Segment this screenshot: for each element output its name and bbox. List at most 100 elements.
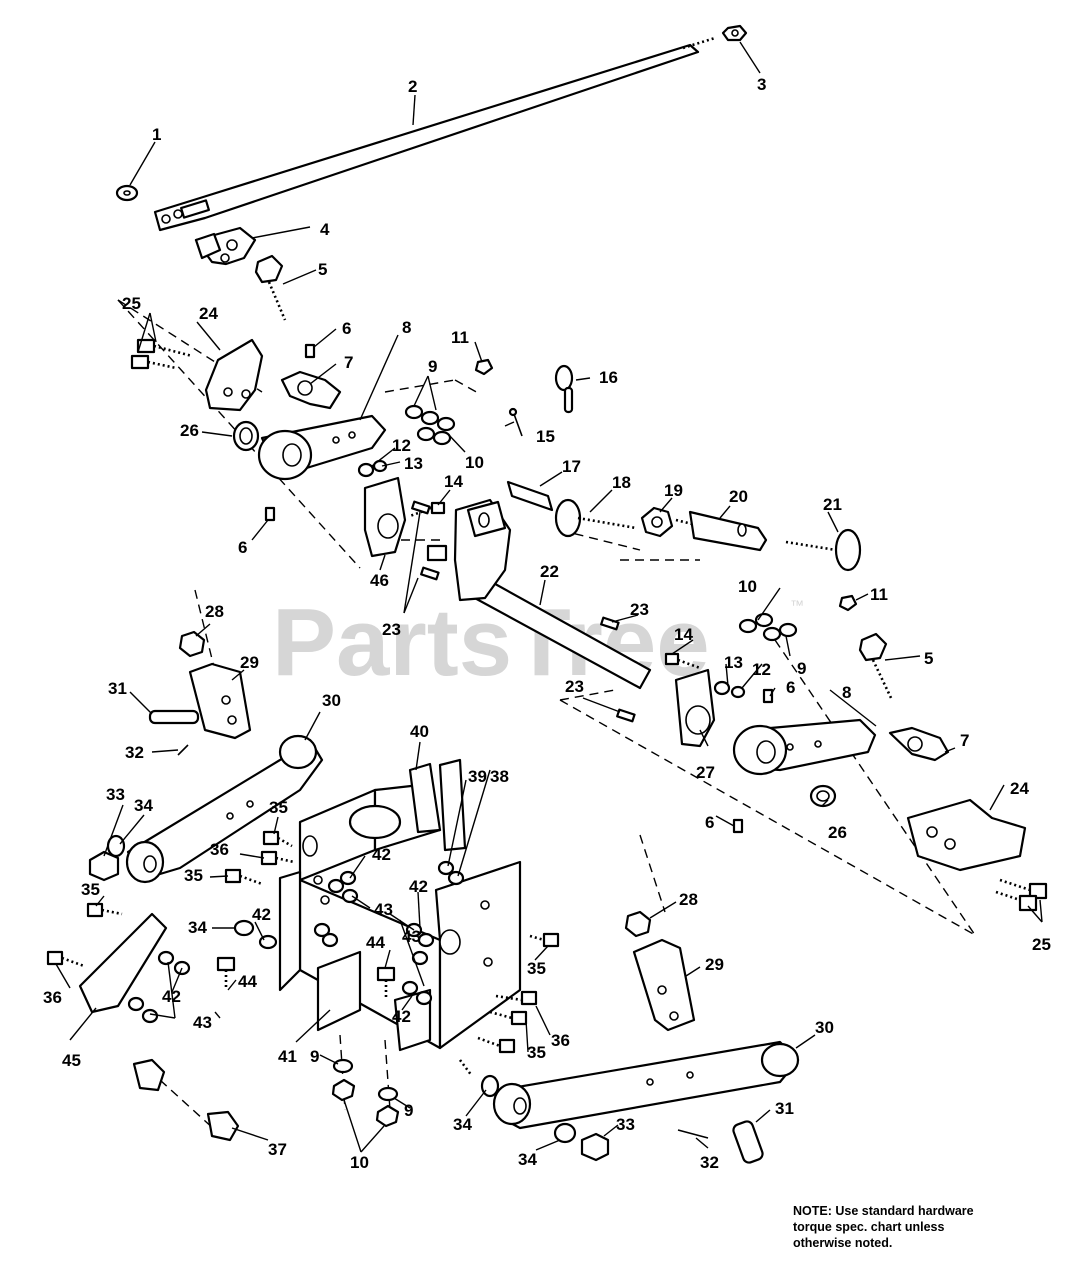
callout-28: 28 [205, 602, 224, 621]
part-5-bolt-upper [254, 254, 287, 321]
callout-43: 43 [193, 1013, 212, 1032]
callout-35: 35 [269, 798, 288, 817]
callout-27: 27 [696, 763, 715, 782]
part-31-pin-upper [148, 709, 200, 725]
callout-16: 16 [599, 368, 618, 387]
callout-6: 6 [342, 319, 351, 338]
callout-10: 10 [350, 1153, 369, 1172]
part-46-plate [363, 476, 407, 558]
callout-35: 35 [527, 1043, 546, 1062]
part-29-clevis-lower [632, 938, 696, 1032]
part-3-nut [721, 24, 748, 42]
callout-25: 25 [1032, 935, 1051, 954]
callout-9: 9 [797, 659, 806, 678]
part-11-nut-lower [838, 594, 858, 612]
callout-8: 8 [842, 683, 851, 702]
callout-42: 42 [392, 1007, 411, 1026]
callout-14: 14 [444, 472, 463, 491]
callout-13: 13 [404, 454, 423, 473]
callout-22: 22 [540, 562, 559, 581]
callout-43: 43 [374, 900, 393, 919]
callout-23: 23 [565, 677, 584, 696]
callout-44: 44 [366, 933, 385, 952]
callout-20: 20 [729, 487, 748, 506]
part-11-nut-upper [474, 358, 494, 376]
part-28-nut-upper [178, 630, 206, 658]
part-19-nut [640, 506, 674, 538]
callout-33: 33 [106, 785, 125, 804]
callout-5: 5 [318, 260, 327, 279]
callout-17: 17 [562, 457, 581, 476]
callout-18: 18 [612, 473, 631, 492]
callout-5: 5 [924, 649, 933, 668]
callout-3: 3 [757, 75, 766, 94]
part-6-fittings [264, 343, 774, 834]
callout-36: 36 [210, 840, 229, 859]
leader-lines [55, 41, 1043, 1153]
callout-37: 37 [268, 1140, 287, 1159]
callouts: 1 2 3 4 5 6 7 8 9 10 11 12 13 14 15 16 1… [43, 75, 1051, 1172]
part-21-bolt [785, 528, 862, 572]
callout-45: 45 [62, 1051, 81, 1070]
callout-35: 35 [527, 959, 546, 978]
callout-43: 43 [402, 927, 421, 946]
part-2-rod [153, 36, 716, 232]
part-7-ball-joint-upper [280, 370, 342, 410]
part-35-36-bolts [46, 830, 560, 1054]
watermark-tm: ™ [790, 597, 804, 613]
part-18-bolt [554, 498, 637, 538]
callout-11: 11 [451, 328, 469, 347]
callout-28: 28 [679, 890, 698, 909]
callout-40: 40 [410, 722, 429, 741]
callout-34: 34 [453, 1115, 472, 1134]
callout-34: 34 [134, 796, 153, 815]
part-33-34-left [88, 834, 126, 882]
callout-36: 36 [551, 1031, 570, 1050]
callout-29: 29 [240, 653, 259, 672]
part-7-ball-joint-lower [888, 726, 950, 762]
callout-11: 11 [870, 585, 888, 604]
callout-8: 8 [402, 318, 411, 337]
callout-42: 42 [162, 987, 181, 1006]
callout-31: 31 [108, 679, 127, 698]
callout-7: 7 [344, 353, 353, 372]
note-line-1: NOTE: Use standard hardware [793, 1204, 974, 1218]
part-24-bracket-upper [204, 338, 264, 412]
callout-30: 30 [322, 691, 341, 710]
callout-44: 44 [238, 972, 257, 991]
part-45-plate [78, 912, 168, 1014]
note-line-2: torque spec. chart unless [793, 1220, 945, 1234]
part-30-link-upper [125, 734, 324, 884]
part-9-10-hardware-lower [738, 612, 798, 642]
part-23-keys [411, 500, 636, 723]
part-9-10-hardware-bottom [331, 1058, 400, 1128]
callout-46: 46 [370, 571, 389, 590]
part-44-bolts [216, 956, 396, 1000]
part-38-39-hardware [437, 860, 465, 886]
callout-38: 38 [490, 767, 509, 786]
part-32-cotter-lower [677, 1129, 709, 1139]
part-31-pin-lower [732, 1120, 764, 1164]
callout-12: 12 [752, 660, 771, 679]
part-9-10-hardware-upper [404, 404, 456, 446]
callout-29: 29 [705, 955, 724, 974]
callout-42: 42 [409, 877, 428, 896]
callout-6: 6 [705, 813, 714, 832]
part-15-pin [508, 407, 523, 437]
part-22-shaft [426, 498, 652, 690]
part-17-pin [506, 480, 554, 512]
callout-12: 12 [392, 436, 411, 455]
callout-35: 35 [81, 880, 100, 899]
callout-42: 42 [372, 845, 391, 864]
part-30-link-lower [492, 1040, 800, 1130]
callout-35: 35 [184, 866, 203, 885]
part-5-bolt-lower [858, 632, 894, 701]
part-8-arm-lower [732, 718, 877, 776]
callout-30: 30 [815, 1018, 834, 1037]
callout-23: 23 [630, 600, 649, 619]
part-16-lynch-pin [554, 364, 574, 414]
callout-19: 19 [664, 481, 683, 500]
callout-42: 42 [252, 905, 271, 924]
callout-31: 31 [775, 1099, 794, 1118]
